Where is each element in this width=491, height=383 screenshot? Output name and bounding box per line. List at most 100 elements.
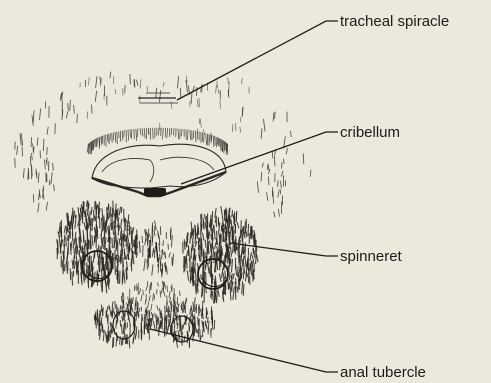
hair-stroke bbox=[251, 261, 252, 267]
hair-stroke bbox=[146, 287, 147, 291]
hair-stroke bbox=[131, 130, 132, 139]
hair-stroke bbox=[169, 291, 170, 297]
hair-stroke bbox=[136, 129, 137, 140]
hair-stroke bbox=[191, 92, 192, 104]
hair-stroke bbox=[273, 191, 274, 203]
hair-stroke bbox=[190, 308, 191, 314]
hair-stroke bbox=[130, 330, 131, 336]
hair-stroke bbox=[136, 284, 137, 289]
hair-stroke bbox=[242, 281, 243, 293]
hair-stroke bbox=[310, 170, 311, 177]
hair-stroke bbox=[135, 312, 136, 316]
hair-stroke bbox=[73, 256, 75, 269]
hair-stroke bbox=[215, 136, 216, 145]
hair-stroke bbox=[167, 286, 168, 292]
hair-stroke bbox=[28, 170, 29, 180]
hair-stroke bbox=[167, 128, 168, 138]
hair-stroke bbox=[193, 243, 194, 251]
hair-stroke bbox=[59, 223, 60, 235]
hair-stroke bbox=[245, 257, 246, 267]
hair-stroke bbox=[94, 216, 95, 221]
hair-stroke bbox=[233, 274, 234, 280]
hair-stroke bbox=[154, 230, 155, 235]
hair-stroke bbox=[140, 96, 141, 103]
hair-stroke bbox=[167, 315, 168, 324]
hair-stroke bbox=[286, 148, 287, 154]
hair-stroke bbox=[112, 308, 113, 316]
hair-stroke bbox=[90, 211, 91, 221]
hair-stroke bbox=[221, 139, 222, 151]
hair-stroke bbox=[72, 272, 73, 285]
hair-stroke bbox=[39, 194, 40, 200]
hair-stroke bbox=[212, 225, 213, 235]
hair-stroke bbox=[140, 129, 141, 135]
hair-stroke bbox=[133, 228, 134, 234]
hair-stroke bbox=[75, 261, 76, 269]
hair-stroke bbox=[161, 288, 162, 293]
hair-stroke bbox=[74, 211, 75, 218]
hair-stroke bbox=[113, 222, 114, 235]
hair-stroke bbox=[214, 226, 215, 240]
hair-stroke bbox=[110, 72, 111, 78]
hair-stroke bbox=[144, 128, 145, 138]
hair-stroke bbox=[248, 224, 249, 236]
hair-stroke bbox=[116, 255, 117, 260]
hair-stroke bbox=[253, 248, 254, 254]
hair-stroke bbox=[87, 201, 88, 206]
hair-stroke bbox=[226, 226, 227, 237]
hair-stroke bbox=[99, 255, 100, 263]
hair-stroke bbox=[193, 302, 194, 309]
hair-stroke bbox=[119, 306, 120, 316]
hair-stroke bbox=[89, 78, 90, 85]
hair-stroke bbox=[264, 119, 266, 131]
hair-stroke bbox=[274, 156, 275, 166]
hair-stroke bbox=[153, 293, 154, 301]
hair-stroke bbox=[152, 234, 153, 246]
hair-stroke bbox=[230, 292, 231, 300]
hair-stroke bbox=[33, 111, 34, 123]
hair-stroke bbox=[232, 259, 233, 272]
hair-stroke bbox=[148, 302, 149, 308]
leader-spinneret bbox=[230, 243, 338, 256]
hair-stroke bbox=[169, 253, 170, 257]
hair-stroke bbox=[216, 137, 217, 147]
hair-stroke bbox=[155, 246, 156, 252]
hair-stroke bbox=[30, 156, 31, 166]
hair-stroke bbox=[204, 133, 205, 142]
hair-stroke bbox=[275, 112, 276, 119]
hair-stroke bbox=[116, 336, 117, 346]
hair-stroke bbox=[115, 132, 116, 142]
hair-stroke bbox=[206, 273, 207, 285]
hair-stroke bbox=[256, 252, 257, 264]
hair-stroke bbox=[155, 313, 156, 318]
hair-stroke bbox=[284, 159, 285, 163]
hair-stroke bbox=[208, 318, 209, 323]
hair-stroke bbox=[231, 247, 232, 256]
hair-stroke bbox=[84, 203, 85, 210]
hair-stroke bbox=[136, 327, 137, 338]
hair-stroke bbox=[71, 212, 72, 225]
hair-stroke bbox=[102, 238, 103, 249]
hair-stroke bbox=[237, 222, 239, 228]
hair-stroke bbox=[267, 193, 268, 201]
hair-stroke bbox=[32, 153, 33, 160]
hair-stroke bbox=[167, 296, 168, 305]
hair-stroke bbox=[220, 101, 221, 109]
hair-stroke bbox=[152, 248, 153, 257]
hair-stroke bbox=[278, 181, 279, 187]
leader-lines bbox=[150, 21, 338, 372]
hair-stroke bbox=[128, 310, 129, 321]
hair-stroke bbox=[213, 251, 214, 258]
hair-stroke bbox=[180, 88, 181, 97]
hair-stroke bbox=[250, 227, 251, 236]
hair-stroke bbox=[15, 158, 16, 167]
hair-stroke bbox=[129, 317, 131, 325]
hair-stroke bbox=[242, 78, 243, 83]
hair-stroke bbox=[153, 128, 154, 139]
hair-stroke bbox=[70, 222, 71, 234]
hair-stroke bbox=[175, 302, 176, 310]
hair-stroke bbox=[96, 204, 97, 210]
abdomen-body bbox=[15, 72, 311, 179]
